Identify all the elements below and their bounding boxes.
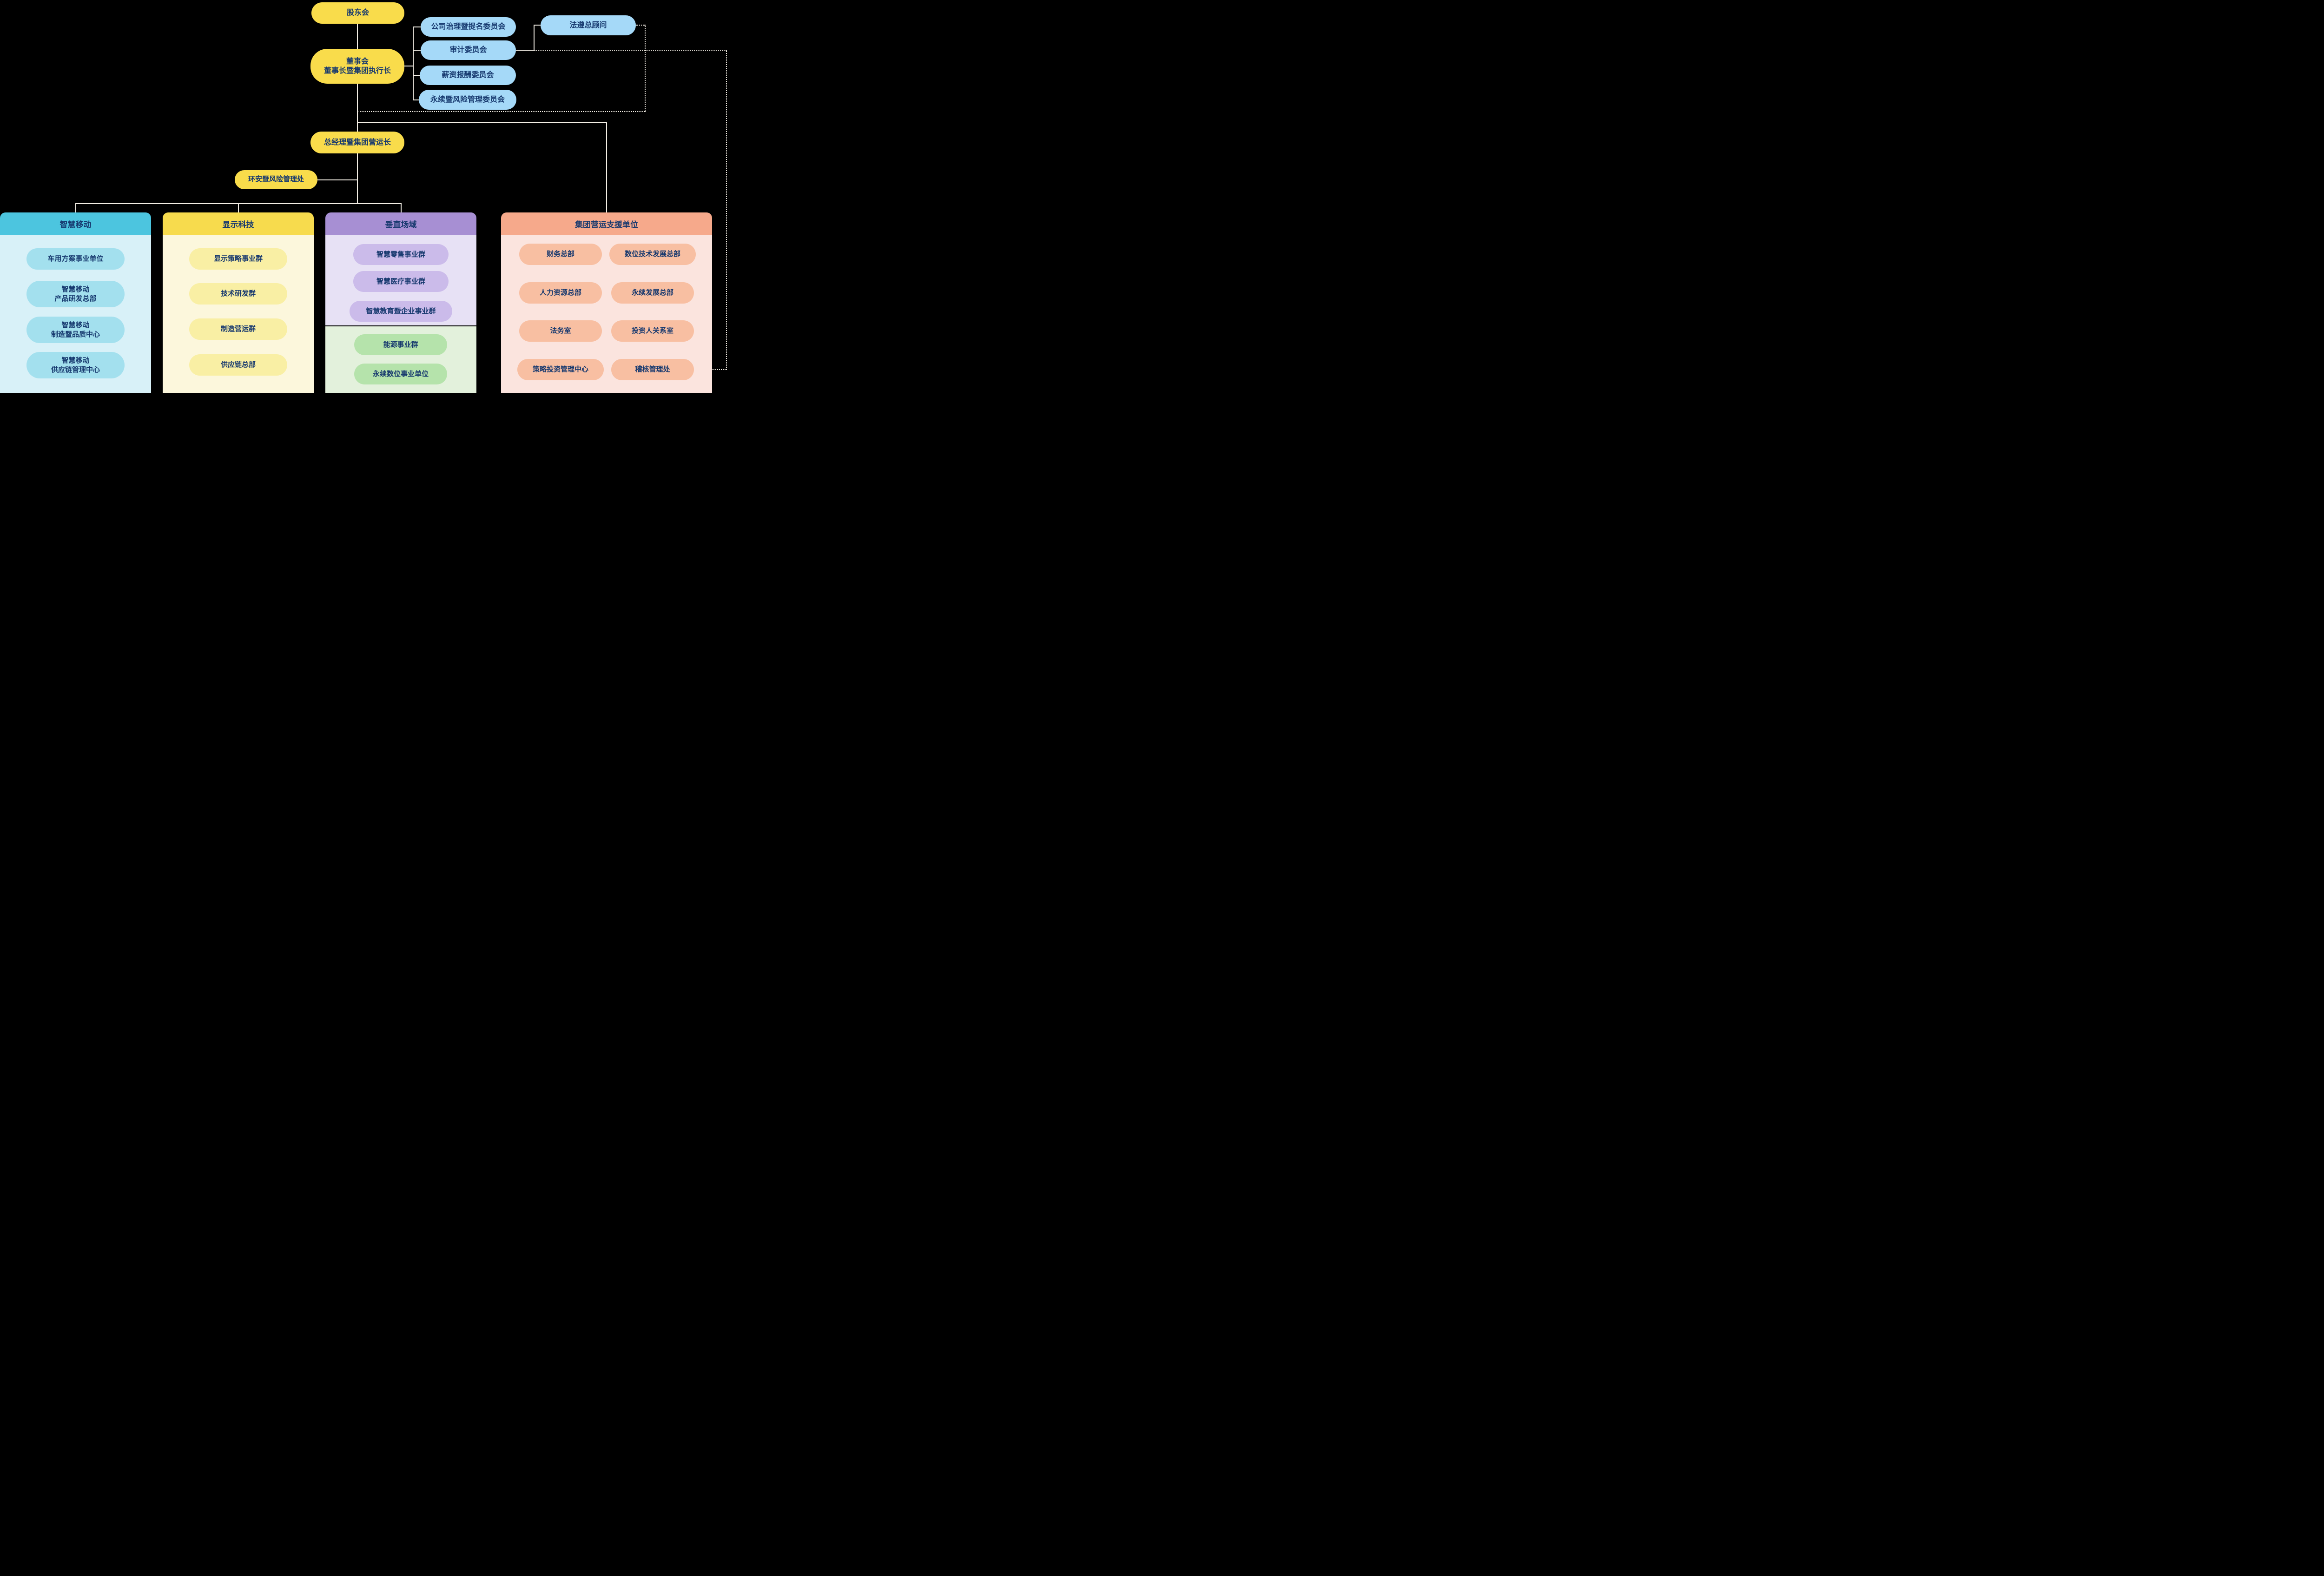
node-smart-education-enterprise-group: 智慧教育暨企业事业群	[350, 301, 452, 322]
connector-stub-col2	[238, 203, 239, 212]
node-smart-medical-group: 智慧医疗事业群	[353, 271, 449, 292]
connector-bracket-committee4	[413, 99, 421, 100]
node-investor-relations-office: 投资人关系室	[611, 320, 694, 342]
column-smart-mobility-title: 智慧移动	[0, 212, 151, 235]
node-mobility-product-rd: 智慧移动 产品研发总部	[26, 281, 125, 307]
dotted-compliance-right	[636, 25, 645, 26]
connector-bracket-committee1	[413, 26, 421, 27]
node-strategic-investment-center: 策略投资管理中心	[517, 359, 604, 380]
node-tech-rd-group: 技术研发群	[189, 283, 287, 305]
node-ehs-risk-office: 环安暨风险管理处	[235, 170, 317, 189]
node-mobility-mfg-quality: 智慧移动 制造暨品质中心	[26, 317, 125, 343]
node-governance-committee: 公司治理暨提名委员会	[421, 17, 516, 37]
connector-bracket-committee2	[413, 50, 421, 51]
connector-shareholders-board	[357, 24, 358, 49]
node-smart-retail-group: 智慧零售事业群	[353, 244, 449, 265]
connector-col4-horizontal	[357, 122, 607, 123]
node-audit-committee: 审计委员会	[421, 40, 516, 60]
dotted-audit-right	[535, 50, 726, 51]
node-sustainability-risk-committee: 永续暨风险管理委员会	[419, 90, 516, 110]
node-compensation-committee: 薪资报酬委员会	[420, 66, 516, 85]
column-smart-mobility: 智慧移动 车用方案事业单位 智慧移动 产品研发总部 智慧移动 制造暨品质中心 智…	[0, 212, 151, 393]
node-coo: 总经理暨集团营运长	[310, 132, 404, 153]
dotted-right-edge	[726, 50, 727, 370]
connector-col4-vertical	[606, 122, 607, 212]
connector-coo-distribution	[357, 153, 358, 204]
node-display-strategy-group: 显示策略事业群	[189, 248, 287, 270]
node-supply-chain-hq: 供应链总部	[189, 354, 287, 376]
node-board-chairman: 董事会 董事长暨集团执行长	[310, 49, 404, 84]
node-automotive-solutions: 车用方案事业单位	[26, 248, 125, 270]
node-sustainable-digital-unit: 永续数位事业单位	[354, 364, 447, 384]
column-display-tech-title: 显示科技	[163, 212, 314, 235]
node-sustainability-dev-hq: 永续发展总部	[611, 282, 694, 304]
node-mfg-operations-group: 制造营运群	[189, 318, 287, 340]
connector-ehs	[317, 179, 357, 180]
node-digital-tech-dev-hq: 数位技术发展总部	[609, 244, 696, 265]
node-mobility-supply-chain: 智慧移动 供应链管理中心	[26, 352, 125, 378]
connector-audit-compliance-h2	[534, 25, 541, 26]
dotted-compliance-down	[645, 25, 646, 112]
node-audit-management-office: 稽核管理处	[611, 359, 694, 380]
connector-board-coo	[357, 84, 358, 132]
connector-audit-compliance-v	[534, 25, 535, 51]
connector-bracket-vertical	[413, 26, 414, 100]
column-vertical-domains: 垂直场域 智慧零售事业群 智慧医疗事业群 智慧教育暨企业事业群 能源事业群 永续…	[325, 212, 476, 393]
dotted-compliance-to-mainline	[357, 111, 645, 112]
node-compliance-counsel: 法遵总顾问	[541, 15, 636, 35]
node-hr-hq: 人力资源总部	[519, 282, 602, 304]
org-chart: 股东会 董事会 董事长暨集团执行长 公司治理暨提名委员会 审计委员会 薪资报酬委…	[0, 0, 729, 393]
connector-stub-col1	[75, 203, 76, 212]
column-vertical-domains-title: 垂直场域	[325, 212, 476, 235]
connector-stub-col3	[401, 203, 402, 212]
column-group-ops-support-title: 集团营运支援单位	[501, 212, 712, 235]
node-shareholders: 股东会	[311, 2, 404, 24]
connector-bracket-committee3	[413, 75, 421, 76]
node-energy-group: 能源事业群	[354, 334, 447, 355]
node-legal-office: 法务室	[519, 320, 602, 342]
column-display-tech: 显示科技 显示策略事业群 技术研发群 制造营运群 供应链总部	[163, 212, 314, 393]
connector-audit-compliance-h1	[516, 50, 535, 51]
column-group-ops-support: 集团营运支援单位 财务总部 数位技术发展总部 人力资源总部 永续发展总部 法务室…	[501, 212, 712, 393]
node-finance-hq: 财务总部	[519, 244, 602, 265]
